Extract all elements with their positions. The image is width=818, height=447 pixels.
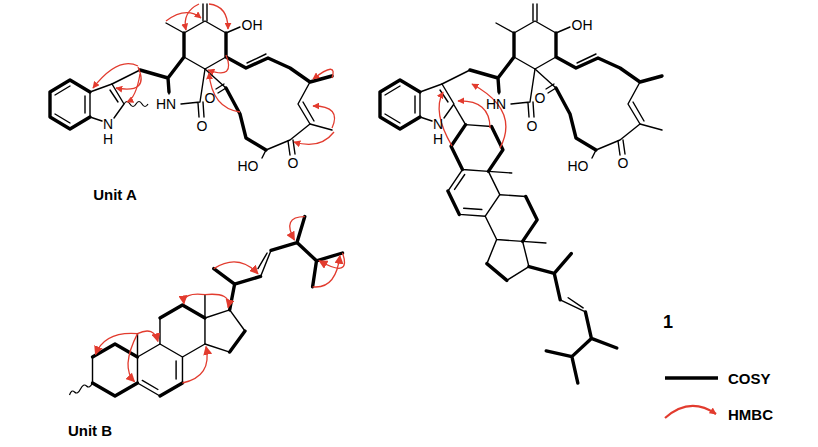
atom-label: O xyxy=(197,119,208,133)
atom-label: N xyxy=(433,117,443,131)
atom-label: O xyxy=(205,91,216,105)
atom-label: OH xyxy=(572,18,593,32)
legend-text: COSY xyxy=(728,371,771,386)
legend-text: HMBC xyxy=(728,407,773,422)
atom-label: HN xyxy=(486,97,506,111)
atom-label: N xyxy=(103,117,113,131)
cosy-sample xyxy=(665,376,718,379)
atom-label: HN xyxy=(156,97,176,111)
atom-label: HO xyxy=(238,159,259,173)
atom-label: O xyxy=(618,156,629,170)
atom-label: HO xyxy=(568,159,589,173)
atom-label: 1 xyxy=(663,313,673,331)
atom-label: O xyxy=(527,119,538,133)
atom-label: Unit A xyxy=(93,187,137,202)
atom-label: H xyxy=(433,132,443,146)
atom-label: H xyxy=(103,132,113,146)
hmbc-sample xyxy=(665,406,716,418)
atom-label: O xyxy=(288,156,299,170)
atom-label: OH xyxy=(242,18,263,32)
atom-label: O xyxy=(535,91,546,105)
atom-label: Unit B xyxy=(68,423,112,438)
